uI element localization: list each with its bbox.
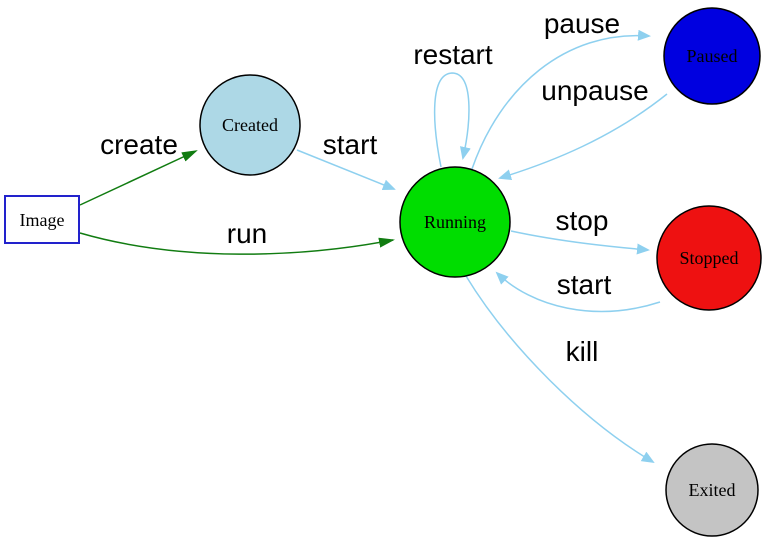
node-image-label: Image <box>20 210 65 230</box>
node-paused-circle <box>663 7 761 105</box>
node-image-box <box>4 195 80 244</box>
edge-label-start-created: start <box>323 129 378 160</box>
edge-unpause <box>498 93 668 181</box>
edge-run <box>79 232 395 255</box>
edge-label-unpause: unpause <box>541 75 648 106</box>
node-paused: Paused <box>663 7 761 105</box>
node-exited: Exited <box>665 443 759 537</box>
node-created-circle <box>199 74 301 176</box>
edge-label-create: create <box>100 129 178 160</box>
node-running-circle <box>399 166 511 278</box>
edge-label-kill: kill <box>566 336 599 367</box>
edge-label-restart: restart <box>413 39 493 70</box>
edge-create <box>79 150 198 206</box>
node-stopped-label: Stopped <box>679 248 738 268</box>
node-stopped: Stopped <box>656 205 762 311</box>
node-exited-circle <box>665 443 759 537</box>
edge-restart-loop <box>433 72 471 168</box>
node-paused-label: Paused <box>687 46 738 66</box>
edge-label-run: run <box>227 218 267 249</box>
edge-start-created-running <box>296 149 396 190</box>
edge-kill <box>465 275 655 464</box>
edge-label-start-stopped: start <box>557 269 612 300</box>
node-running-label: Running <box>424 212 486 232</box>
node-image: Image <box>4 195 80 244</box>
node-created-label: Created <box>222 115 278 135</box>
node-created: Created <box>199 74 301 176</box>
edge-pause <box>471 29 651 170</box>
edge-stop <box>510 230 650 255</box>
node-running: Running <box>399 166 511 278</box>
edge-label-pause: pause <box>544 8 620 39</box>
node-exited-label: Exited <box>689 480 736 500</box>
edge-label-stop: stop <box>556 205 609 236</box>
node-stopped-circle <box>656 205 762 311</box>
edge-start-stopped-running <box>495 271 661 313</box>
